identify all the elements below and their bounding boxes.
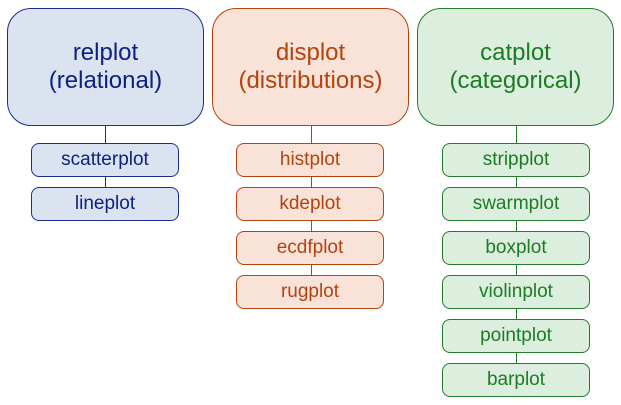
catplot-title: catplot <box>480 39 551 66</box>
pointplot-box: pointplot <box>442 319 590 353</box>
boxplot-box: boxplot <box>442 231 590 265</box>
catplot-box: catplot (categorical) <box>417 8 614 126</box>
scatterplot-box: scatterplot <box>31 143 179 177</box>
swarmplot-box: swarmplot <box>442 187 590 221</box>
rugplot-box: rugplot <box>236 275 384 309</box>
lineplot-box: lineplot <box>31 187 179 221</box>
displot-title: displot <box>275 39 346 66</box>
kdeplot-box: kdeplot <box>236 187 384 221</box>
displot-subtitle: (distributions) <box>238 67 383 94</box>
barplot-box: barplot <box>442 363 590 397</box>
relplot-subtitle: (relational) <box>48 67 163 94</box>
stripplot-box: stripplot <box>442 143 590 177</box>
ecdfplot-box: ecdfplot <box>236 231 384 265</box>
relplot-box: relplot (relational) <box>7 8 204 126</box>
catplot-subtitle: (categorical) <box>449 67 582 94</box>
displot-box: displot (distributions) <box>212 8 409 126</box>
violinplot-box: violinplot <box>442 275 590 309</box>
histplot-box: histplot <box>236 143 384 177</box>
relplot-title: relplot <box>72 39 139 66</box>
